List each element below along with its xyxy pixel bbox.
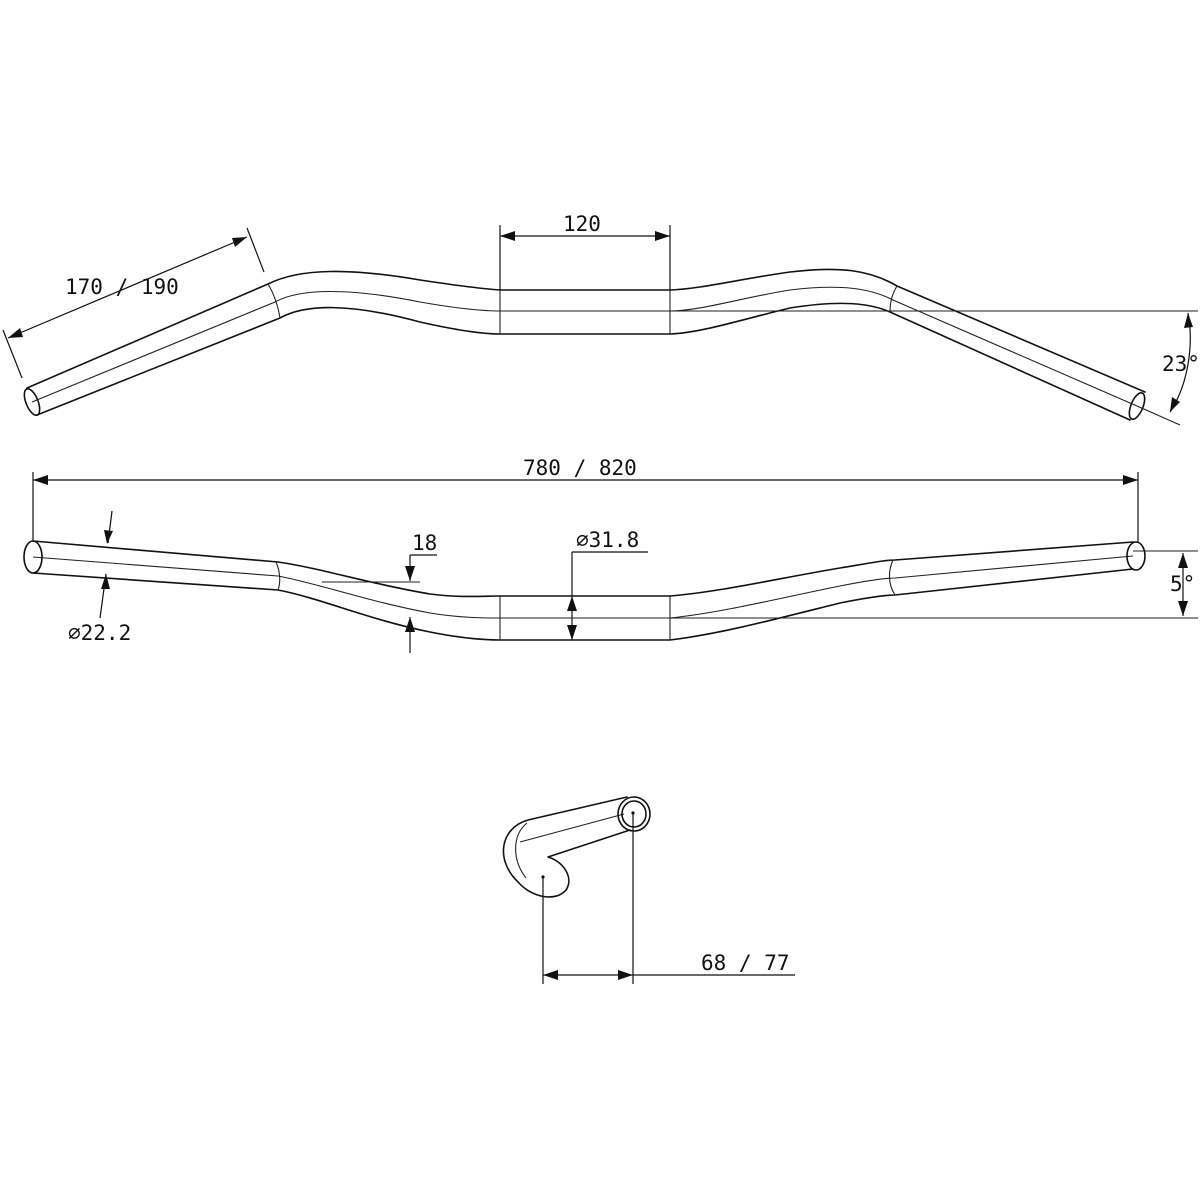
dimension-reach: 68 / 77 xyxy=(542,813,795,984)
top-view-center-line xyxy=(31,286,1138,407)
top-view-bar-outline-lower xyxy=(36,302,1131,421)
front-view-right-end-cap xyxy=(1126,541,1146,571)
rise-angle-label: 23° xyxy=(1162,352,1200,376)
dimension-sweep-length: 170 / 190 xyxy=(2,227,265,379)
front-view xyxy=(23,540,1146,641)
front-view-left-bend-line xyxy=(275,561,281,591)
dimension-clamp-diameter: ⌀31.8 xyxy=(567,528,648,640)
sweep-length-label: 170 / 190 xyxy=(65,275,179,299)
top-view xyxy=(23,268,1146,421)
side-view-inner-curve xyxy=(515,822,528,879)
total-width-label: 780 / 820 xyxy=(523,456,637,480)
side-view-end-cap-outer xyxy=(617,796,651,832)
clamp-diameter-label: ⌀31.8 xyxy=(576,528,639,552)
grip-diameter-label: ⌀22.2 xyxy=(68,621,131,645)
front-view-bar-outline-upper xyxy=(32,540,1134,598)
dimension-back-sweep: 5° xyxy=(670,550,1198,619)
dimension-rise-angle: 23° xyxy=(670,310,1200,426)
top-view-bar-outline-upper xyxy=(26,268,1146,393)
top-view-left-end-cap xyxy=(23,388,41,416)
side-view xyxy=(502,796,651,898)
side-view-inner-curve-2 xyxy=(519,813,625,843)
side-view-end-cap-inner xyxy=(621,800,647,828)
top-view-left-bend-line xyxy=(267,283,281,319)
top-view-right-bend-line xyxy=(889,285,898,313)
rise-label: 18 xyxy=(412,531,437,555)
clamp-width-label: 120 xyxy=(563,212,601,236)
dimension-total-width: 780 / 820 xyxy=(32,456,1139,542)
front-view-center-line xyxy=(32,555,1134,619)
reach-label: 68 / 77 xyxy=(701,951,790,975)
side-view-bar-outline xyxy=(502,796,631,898)
dimension-clamp-width: 120 xyxy=(499,212,671,290)
dimension-rise: 18 xyxy=(322,531,437,653)
front-view-bar-outline-lower xyxy=(32,568,1134,641)
back-sweep-label: 5° xyxy=(1170,572,1195,596)
front-view-right-bend-line xyxy=(888,559,896,596)
dimension-grip-diameter: ⌀22.2 xyxy=(68,510,131,645)
